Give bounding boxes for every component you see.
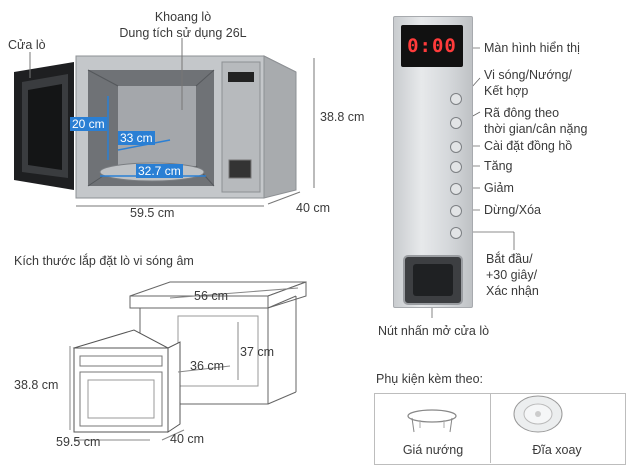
callout-stop: Dừng/Xóa [484,203,542,217]
accessories-divider [490,393,491,463]
callout-start-2: +30 giây/ [486,268,538,282]
built-in-oven-drawing [72,329,181,433]
callout-increase: Tăng [484,159,513,173]
oven-side [263,55,297,199]
callout-defrost-2: thời gian/cân nặng [484,122,588,136]
oven-front-open-button [228,159,252,179]
start-button [450,227,462,239]
turntable-icon [513,395,563,433]
callout-display: Màn hình hiển thị [484,41,580,55]
callout-start-1: Bắt đầu/ [486,252,533,266]
inner-depth: 33 cm [118,131,155,145]
increase-button [450,161,462,173]
accessory-grill-rack: Giá nướng [402,443,464,457]
callout-mode-2: Kết hợp [484,84,529,98]
callout-door-button: Nút nhấn mở cửa lò [378,324,490,338]
cavity-label-2: Dung tích sử dụng 26L [119,26,247,40]
callout-mode-1: Vi sóng/Nướng/ [484,68,572,82]
inner-height: 20 cm [70,117,107,131]
callout-clock: Cài đặt đồng hồ [484,139,573,153]
door-open-button [403,255,463,305]
oven-front-display [228,72,254,82]
grill-rack-icon [407,409,457,433]
cavity-label-1: Khoang lò [154,10,212,24]
callout-start-3: Xác nhận [486,284,539,298]
oven-height: 38.8 cm [14,378,59,392]
accessory-turntable: Đĩa xoay [532,443,582,457]
oven-cavity-back [118,86,196,166]
timer-display: 0:00 [401,25,463,67]
install-title: Kích thước lắp đặt lò vi sóng âm [14,254,194,268]
dim-width: 59.5 cm [130,206,175,220]
cab-height: 37 cm [240,345,275,359]
defrost-button [450,117,462,129]
oven-depth: 40 cm [170,432,205,446]
cab-depth: 36 cm [190,359,225,373]
stop-button [450,205,462,217]
cab-width: 56 cm [194,289,229,303]
dim-height: 38.8 cm [320,110,365,124]
callout-defrost-1: Rã đông theo [484,106,560,120]
door-label: Cửa lò [8,38,46,52]
decrease-button [450,183,462,195]
mode-button [450,93,462,105]
clock-button [450,141,462,153]
dim-depth: 40 cm [296,201,331,215]
oven-width: 59.5 cm [56,435,101,449]
inner-width: 32.7 cm [136,164,183,178]
oven-door [14,62,74,190]
callout-decrease: Giảm [484,181,514,195]
control-panel: 0:00 [393,16,473,308]
accessories-title: Phụ kiện kèm theo: [376,372,484,386]
accessories-box [374,393,626,465]
